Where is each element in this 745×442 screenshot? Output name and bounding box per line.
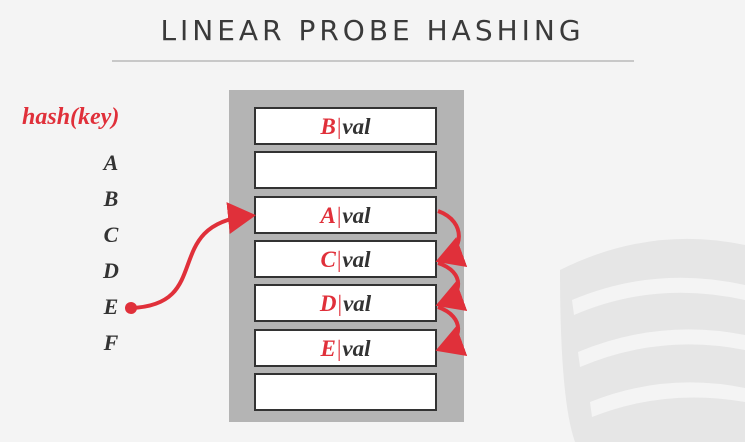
- probe-arrow-3: [435, 305, 468, 357]
- slot-0: B|val: [254, 107, 437, 145]
- slot-value: val: [342, 336, 371, 361]
- page-title: LINEAR PROBE HASHING: [160, 14, 585, 47]
- slot-value: val: [342, 247, 371, 272]
- hash-arrow: [130, 202, 256, 310]
- slot-value: val: [342, 203, 371, 228]
- slot-key: B: [320, 114, 336, 139]
- key-a: A: [103, 150, 119, 175]
- slot-key: C: [320, 247, 336, 272]
- probe-arrow-2: [435, 261, 468, 312]
- key-d: D: [103, 258, 119, 283]
- key-c: C: [103, 222, 119, 247]
- slot-separator: |: [336, 203, 342, 228]
- slot-separator: |: [337, 291, 343, 316]
- title-divider: [112, 60, 634, 62]
- slot-1: [254, 151, 437, 189]
- slot-3: C|val: [254, 240, 437, 278]
- slot-key: E: [320, 336, 336, 361]
- slot-value: val: [342, 114, 371, 139]
- slot-6: [254, 373, 437, 411]
- slot-key: D: [319, 291, 337, 316]
- probe-arrow-1: [435, 209, 468, 268]
- slot-separator: |: [336, 247, 342, 272]
- slot-4: D|val: [254, 284, 437, 322]
- key-b: B: [103, 186, 119, 211]
- slot-key: A: [320, 203, 336, 228]
- key-e: E: [103, 294, 119, 319]
- hash-function-label: hash(key): [22, 104, 120, 130]
- slot-value: val: [343, 291, 372, 316]
- slot-separator: |: [336, 114, 342, 139]
- key-f: F: [103, 330, 119, 355]
- slot-separator: |: [336, 336, 342, 361]
